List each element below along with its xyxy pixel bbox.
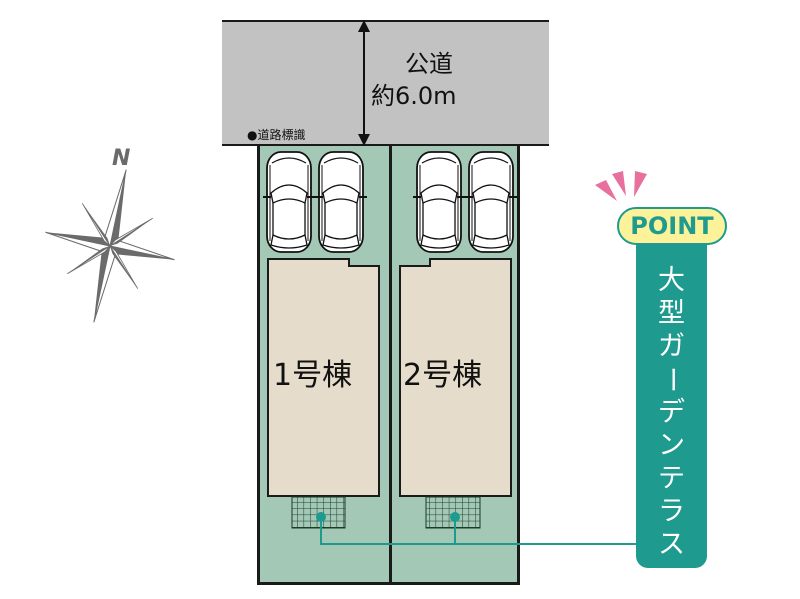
house-1-label: 1号棟 <box>273 358 353 393</box>
emphasis-sparks-icon <box>595 171 647 201</box>
road-name-label: 公道 <box>405 50 453 78</box>
public-road <box>222 20 549 146</box>
callout-dot <box>316 512 326 522</box>
car-icon <box>262 151 316 253</box>
feature-text: 大 型 ガ ー デ ン テ ラ ス <box>656 265 687 560</box>
house-2-label: 2号棟 <box>403 358 483 393</box>
point-badge: POINT <box>617 207 727 245</box>
callout-line <box>320 517 636 545</box>
car-icon <box>412 151 466 253</box>
garden-terrace-1 <box>291 496 346 529</box>
house-2-footprint <box>399 258 512 497</box>
car-icon <box>464 151 518 253</box>
road-sign-label: ●道路標識 <box>247 128 306 142</box>
compass-rose-icon <box>45 169 175 323</box>
road-width-label: 約6.0m <box>371 82 457 110</box>
feature-callout: 大 型 ガ ー デ ン テ ラ ス <box>636 240 707 568</box>
house-1-footprint <box>267 258 380 497</box>
car-icon <box>314 151 368 253</box>
callout-dot <box>450 512 460 522</box>
north-label: N <box>112 146 131 171</box>
